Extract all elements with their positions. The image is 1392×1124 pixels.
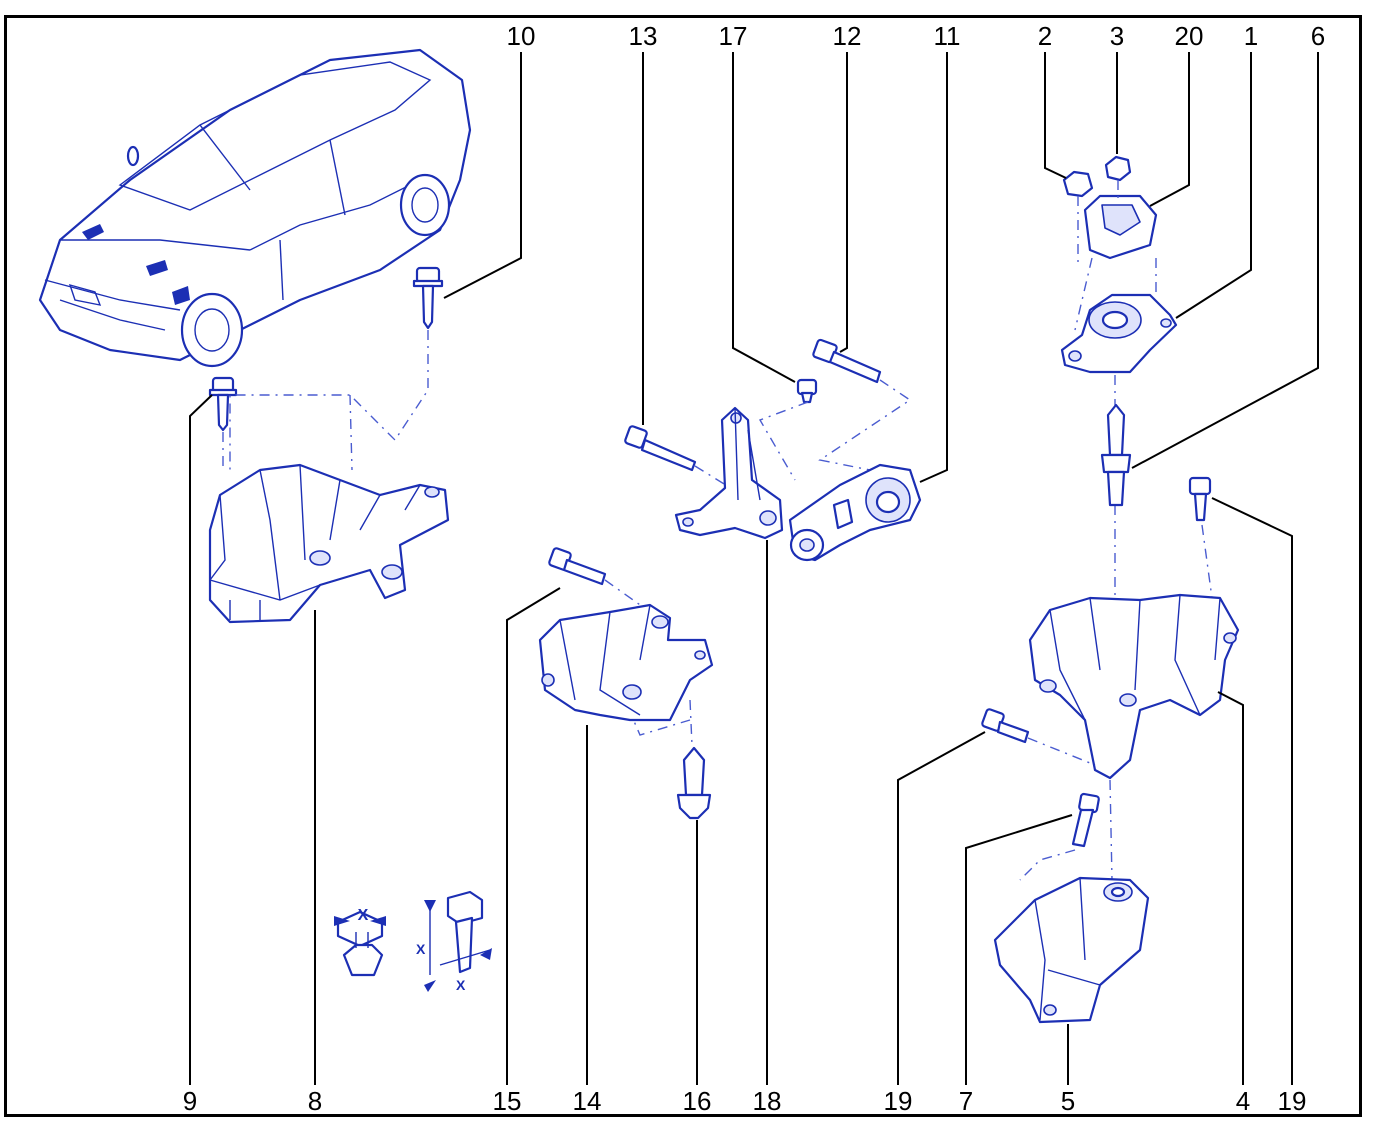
part-13-bolt <box>624 425 697 472</box>
callout-20: 20 <box>1175 21 1204 51</box>
callout-1: 1 <box>1244 21 1258 51</box>
callout-10: 10 <box>507 21 536 51</box>
callout-5: 5 <box>1061 1086 1075 1116</box>
callout-16: 16 <box>683 1086 712 1116</box>
callout-15: 15 <box>493 1086 522 1116</box>
part-19-bolt-upper <box>1188 476 1212 522</box>
callout-13: 13 <box>629 21 658 51</box>
part-4-bracket <box>1028 593 1240 780</box>
callouts-bottom: 9 8 15 14 16 18 19 7 5 4 19 <box>183 1086 1307 1116</box>
part-14-bracket <box>538 603 714 722</box>
torque-label-x-1: X <box>358 907 369 924</box>
part-12-bolt <box>812 338 882 384</box>
torque-label-x-2: X <box>416 941 426 957</box>
part-16-bolt <box>676 746 712 820</box>
part-6-stud <box>1100 403 1132 507</box>
callout-14: 14 <box>573 1086 602 1116</box>
callout-8: 8 <box>308 1086 322 1116</box>
part-3-nut <box>1104 155 1132 182</box>
leader-lines <box>189 52 1319 1085</box>
torque-symbol-nut: X <box>334 907 386 977</box>
callout-6: 6 <box>1311 21 1325 51</box>
callout-19-upper: 19 <box>1278 1086 1307 1116</box>
part-18-bracket <box>674 406 784 540</box>
part-19-bolt-lower <box>981 708 1030 744</box>
callout-19-lower: 19 <box>884 1086 913 1116</box>
car-illustration <box>38 48 472 368</box>
callout-7: 7 <box>959 1086 973 1116</box>
callout-3: 3 <box>1110 21 1124 51</box>
callout-18: 18 <box>753 1086 782 1116</box>
torque-symbol-bolt: X X <box>416 890 492 993</box>
part-1-mount <box>1060 293 1178 374</box>
part-5-bracket <box>993 876 1150 1024</box>
callout-2: 2 <box>1038 21 1052 51</box>
callout-11: 11 <box>934 21 961 51</box>
part-9-bolt <box>208 376 238 432</box>
callouts-top: 10 13 17 12 11 2 3 20 1 6 <box>507 21 1326 51</box>
callout-4: 4 <box>1236 1086 1250 1116</box>
part-11-mount <box>788 463 922 562</box>
part-8-bracket <box>208 463 450 624</box>
callout-12: 12 <box>833 21 862 51</box>
part-2-nut <box>1062 170 1094 198</box>
part-7-bolt <box>1071 792 1100 848</box>
part-17-bolt <box>796 378 818 404</box>
callout-9: 9 <box>183 1086 197 1116</box>
part-10-bolt <box>412 266 444 330</box>
callout-17: 17 <box>719 21 748 51</box>
torque-label-x-3: X <box>456 977 466 993</box>
part-20-cap <box>1083 194 1158 260</box>
part-15-bolt <box>548 547 607 586</box>
